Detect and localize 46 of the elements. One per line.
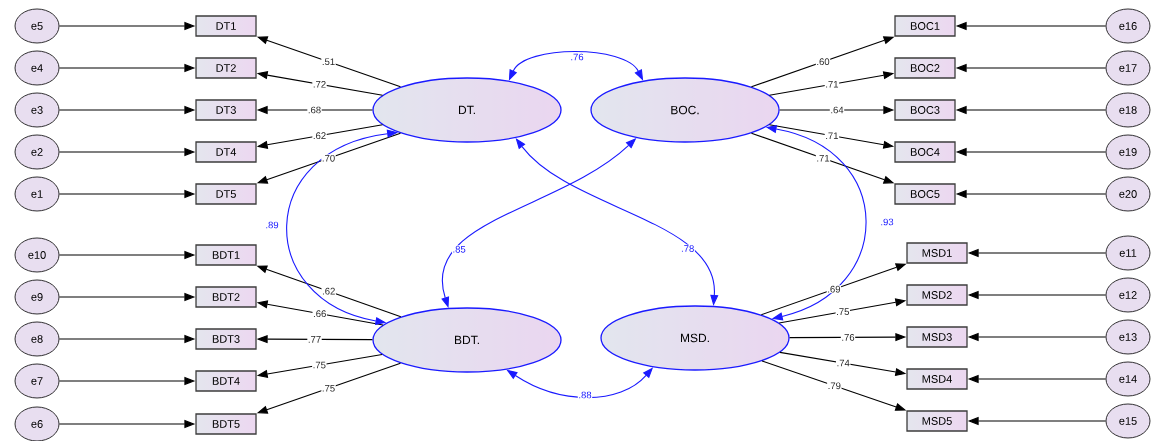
indicator-box: MSD1 xyxy=(906,242,968,264)
indicator-box: DT4 xyxy=(195,141,257,163)
edge-label: .68 xyxy=(307,106,322,114)
indicator-box: MSD5 xyxy=(906,410,968,432)
indicator-box: BDT3 xyxy=(195,328,257,350)
edge-label: .66 xyxy=(312,309,327,318)
edge-label: .75 xyxy=(321,384,336,393)
indicator-box: BDT5 xyxy=(195,413,257,435)
edge-label: .71 xyxy=(824,131,840,140)
edge-label: .88 xyxy=(577,391,593,399)
indicator-box: MSD4 xyxy=(906,368,968,390)
indicator-box: MSD2 xyxy=(906,284,968,306)
edge-label: .76 xyxy=(840,333,856,342)
edge-label: .64 xyxy=(829,106,845,114)
indicator-box: BOC1 xyxy=(894,15,956,37)
edge-label: .71 xyxy=(815,154,831,163)
edge-label: .85 xyxy=(451,245,467,254)
indicator-box: BDT2 xyxy=(195,286,257,308)
edge-label: .69 xyxy=(826,285,842,294)
edge-label: .62 xyxy=(321,287,336,296)
indicator-box: BDT4 xyxy=(195,370,257,392)
edge-label: .71 xyxy=(824,80,840,89)
indicator-box: DT1 xyxy=(195,15,257,37)
edge-label: .75 xyxy=(312,361,327,369)
edge-label: .76 xyxy=(569,53,585,61)
edge-label: .89 xyxy=(264,221,280,229)
edge-label: .77 xyxy=(307,335,322,344)
edge-label: .74 xyxy=(836,359,851,367)
edge-label: .60 xyxy=(815,57,831,66)
indicator-box: MSD3 xyxy=(906,326,968,348)
indicator-box: DT2 xyxy=(195,57,257,79)
indicator-box: BOC4 xyxy=(894,141,956,163)
edge-label: .62 xyxy=(312,131,327,140)
edge-label: .79 xyxy=(827,381,842,390)
edge-label: .72 xyxy=(312,80,327,89)
edge-label: .75 xyxy=(835,307,850,316)
indicator-box: BDT1 xyxy=(195,244,257,266)
edge-label: .78 xyxy=(680,244,695,253)
edge-label: .70 xyxy=(321,154,336,163)
edge-label: .51 xyxy=(321,57,336,66)
edge-label: .93 xyxy=(879,218,895,226)
indicator-box: DT5 xyxy=(195,183,257,205)
indicator-box: DT3 xyxy=(195,99,257,121)
indicator-box: BOC5 xyxy=(894,183,956,205)
indicator-box: BOC3 xyxy=(894,99,956,121)
indicator-box: BOC2 xyxy=(894,57,956,79)
